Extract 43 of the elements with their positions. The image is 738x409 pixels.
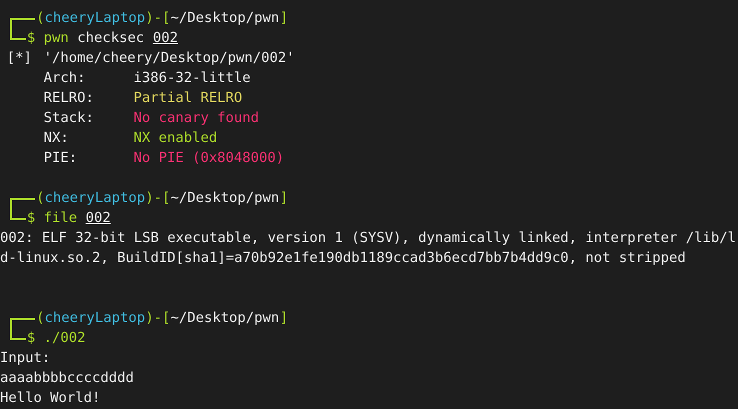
prompt-punctuation: )-[ [145, 9, 170, 28]
host-name: Laptop [94, 9, 146, 28]
status-marker: [*] [6, 49, 32, 68]
property-value: No PIE (0x8048000) [134, 149, 284, 168]
command-argument: 002 [152, 29, 178, 48]
prompt-symbol: $ [26, 329, 36, 348]
prompt-punctuation: ( [36, 189, 44, 208]
prompt-punctuation: ] [280, 309, 288, 328]
output-text: aaaabbbbccccdddd [0, 369, 134, 388]
working-directory: ~/Desktop/pwn [170, 9, 280, 28]
host-name: Laptop [94, 309, 146, 328]
prompt-punctuation: )-[ [145, 189, 170, 208]
output-text: Hello World! [0, 389, 100, 408]
prompt-symbol: $ [26, 29, 36, 48]
command-name: ./002 [44, 329, 86, 348]
property-label: RELRO: [44, 89, 94, 108]
property-value: Partial RELRO [134, 89, 242, 108]
host-name: Laptop [94, 189, 146, 208]
prompt-punctuation: ( [36, 309, 44, 328]
output-text: 002: ELF 32-bit LSB executable, version 1 (SYSV), dynamically linked, interpreter /lib/ld-linux.so.2, BuildID[sha1]=a70b92e1fe190db1189ccad3b6ecd7bb7b4dd9c0, not stripped [0, 229, 737, 268]
prompt-punctuation: ] [280, 9, 288, 28]
prompt-punctuation: ] [280, 189, 288, 208]
output-text: Input: [0, 349, 50, 368]
command-name: file [44, 209, 78, 228]
user-name: cheery [44, 9, 95, 28]
working-directory: ~/Desktop/pwn [170, 189, 280, 208]
output-text: '/home/cheery/Desktop/pwn/002' [44, 49, 295, 68]
user-name: cheery [44, 189, 95, 208]
working-directory: ~/Desktop/pwn [170, 309, 280, 328]
user-name: cheery [44, 309, 95, 328]
command-text: checksec [77, 29, 144, 48]
property-label: NX: [44, 129, 69, 148]
command-name: pwn [44, 29, 69, 48]
property-value: i386-32-little [134, 69, 251, 88]
property-label: PIE: [44, 149, 78, 168]
prompt-punctuation: ( [36, 9, 44, 28]
prompt-punctuation: )-[ [145, 309, 170, 328]
prompt-symbol: $ [26, 209, 36, 228]
property-value: No canary found [134, 109, 259, 128]
property-value: NX enabled [134, 129, 218, 148]
property-label: Stack: [44, 109, 94, 128]
command-argument: 002 [86, 209, 111, 228]
property-label: Arch: [44, 69, 86, 88]
